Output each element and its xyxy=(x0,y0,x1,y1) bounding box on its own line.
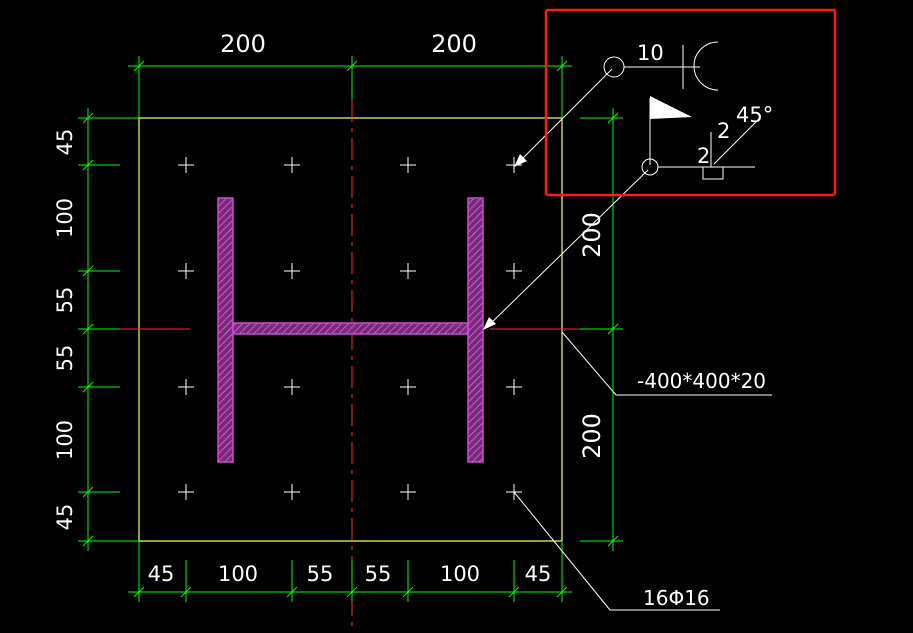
weld-symbol-block: 10 2 2 45° xyxy=(603,41,773,180)
right-dimension: 200 200 xyxy=(578,108,623,551)
weld-arc-symbol xyxy=(693,41,719,91)
bolt-marker xyxy=(506,157,522,173)
bolt-marker xyxy=(506,379,522,395)
left-dim-3: 55 xyxy=(53,287,77,314)
top-dim-2: 200 xyxy=(431,30,477,58)
top-dimension: 200 200 xyxy=(128,30,572,118)
right-dim-2: 200 xyxy=(578,413,606,459)
weld-leg-vertical: 2 xyxy=(717,119,730,143)
left-dim-2: 100 xyxy=(53,198,77,238)
bolt-marker xyxy=(284,484,300,500)
bottom-dimension: 45 100 55 55 100 45 xyxy=(128,541,572,602)
arrow-head-top xyxy=(514,154,527,167)
bottom-dim-4: 55 xyxy=(365,562,392,586)
weld-arrows xyxy=(483,68,649,330)
left-dim-4: 55 xyxy=(53,345,77,372)
bolt-marker xyxy=(284,263,300,279)
bottom-dim-5: 100 xyxy=(440,562,480,586)
left-flange xyxy=(217,197,234,463)
bolt-marker xyxy=(178,263,194,279)
left-dim-1: 45 xyxy=(53,129,77,156)
bottom-dim-6: 45 xyxy=(525,562,552,586)
weld-circle-top xyxy=(603,56,625,78)
bottom-dim-2: 100 xyxy=(218,562,258,586)
right-flange xyxy=(467,197,484,463)
bolt-callout: 16Φ16 xyxy=(513,491,720,611)
bolt-marker xyxy=(178,484,194,500)
right-dim-1: 200 xyxy=(578,212,606,258)
bottom-dim-3: 55 xyxy=(307,562,334,586)
bolt-marker xyxy=(400,379,416,395)
bottom-dim-1: 45 xyxy=(148,562,175,586)
top-dim-1: 200 xyxy=(220,30,266,58)
plate-callout: -400*400*20 xyxy=(561,331,772,396)
left-dim-6: 45 xyxy=(53,504,77,531)
bolt-marker xyxy=(178,157,194,173)
field-weld-flag-icon xyxy=(650,96,692,119)
bolt-marker xyxy=(284,157,300,173)
arrow-head-bottom xyxy=(483,317,496,330)
bolt-marker xyxy=(178,379,194,395)
bolt-marker xyxy=(284,379,300,395)
plate-label: -400*400*20 xyxy=(637,369,766,393)
highlight-box xyxy=(544,8,837,197)
web-plate xyxy=(232,322,469,335)
weld-leg-horizontal: 2 xyxy=(697,144,710,168)
center-lines xyxy=(118,100,580,632)
anchor-bolts xyxy=(178,157,522,500)
weld-backing-icon xyxy=(702,166,724,180)
bolt-marker xyxy=(400,263,416,279)
weld-angle: 45° xyxy=(736,103,773,127)
bolt-marker xyxy=(506,263,522,279)
h-steel-section xyxy=(217,197,484,463)
weld-ref-number: 10 xyxy=(637,41,664,65)
left-dim-5: 100 xyxy=(53,420,77,460)
left-dimension: 45 100 55 55 100 45 xyxy=(53,108,139,551)
bolt-marker xyxy=(400,484,416,500)
bolt-label: 16Φ16 xyxy=(643,586,710,610)
bolt-marker xyxy=(400,157,416,173)
